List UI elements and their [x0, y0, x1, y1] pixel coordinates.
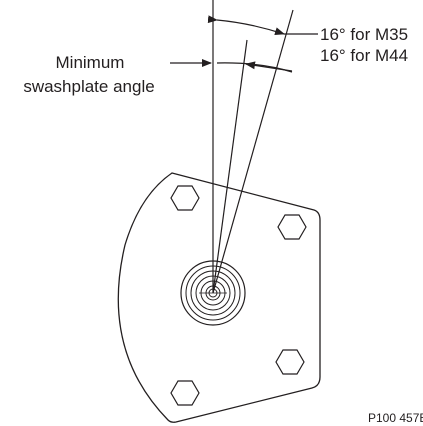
- min-angle-arc: [216, 62, 293, 73]
- min-angle-arrow-right: [245, 61, 293, 72]
- minimum-angle-line: [212, 39, 248, 294]
- bolt-hex-bottom-left: [170, 380, 200, 406]
- bolt-hex-bottom-right: [275, 349, 305, 375]
- bolt-hex-top-left: [170, 185, 200, 211]
- maximum-angle-line: [212, 9, 294, 294]
- label-swashplate-angle: swashplate angle: [23, 77, 154, 96]
- bolt-hex-top-right: [277, 214, 307, 240]
- figure-reference: P100 457E: [368, 411, 423, 425]
- label-angle-m44: 16° for M44: [320, 46, 408, 65]
- pump-housing-outline: [117, 172, 321, 423]
- label-minimum: Minimum: [56, 53, 125, 72]
- label-angle-m35: 16° for M35: [320, 25, 408, 44]
- max-angle-arc: [207, 15, 285, 36]
